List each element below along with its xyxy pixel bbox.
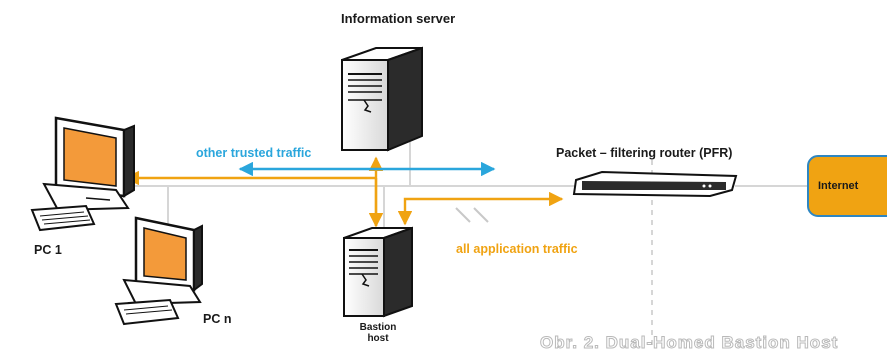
pc1-label: PC 1: [34, 243, 62, 257]
trusted-traffic-label: other trusted traffic: [196, 146, 312, 160]
internet-label: Internet: [818, 180, 859, 192]
server-tower-icon: [341, 46, 423, 152]
application-traffic-arrows: [124, 156, 564, 228]
application-traffic-label: all application traffic: [456, 242, 578, 256]
router-icon: [572, 170, 738, 198]
pcn-label: PC n: [203, 312, 232, 326]
figure-caption: Obr. 2. Dual-Homed Bastion Host: [539, 333, 839, 353]
server-tower-icon: [343, 226, 413, 318]
computer-icon: [114, 216, 203, 326]
internet-node: [807, 155, 887, 217]
bastion-host-label: Bastion host: [359, 322, 397, 344]
pfr-label: Packet – filtering router (PFR): [556, 146, 733, 160]
computer-icon: [30, 116, 135, 232]
information-server-label: Information server: [341, 11, 456, 26]
